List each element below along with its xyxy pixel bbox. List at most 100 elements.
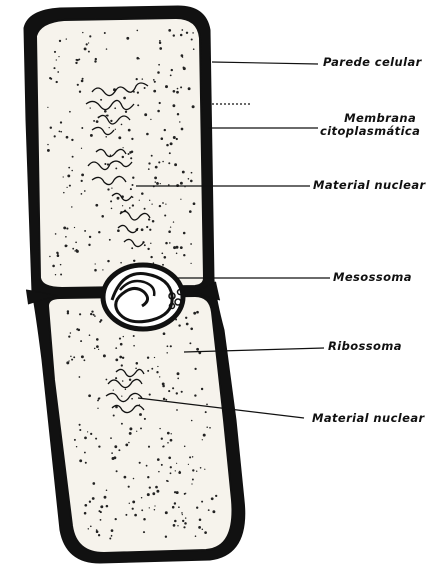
ribosome-dot	[202, 439, 203, 440]
ribosome-dot	[131, 138, 133, 140]
ribosome-dot	[194, 368, 196, 370]
ribosome-dot	[81, 80, 84, 83]
ribosome-dot	[174, 163, 177, 166]
ribosome-dot	[157, 366, 158, 367]
ribosome-dot	[104, 32, 106, 34]
ribosome-dot	[94, 269, 97, 272]
ribosome-dot	[60, 121, 62, 123]
ribosome-dot	[147, 493, 150, 496]
cytoplasm-top	[36, 18, 204, 288]
ribosome-dot	[165, 399, 167, 401]
ribosome-dot	[56, 59, 57, 60]
ribosome-dot	[149, 394, 151, 396]
ribosome-dot	[89, 236, 91, 238]
ribosome-dot	[188, 87, 191, 90]
ribosome-dot	[154, 357, 155, 358]
ribosome-dot	[169, 242, 171, 244]
mesosome	[103, 265, 183, 329]
ribosome-dot	[192, 479, 194, 481]
ribosome-dot	[136, 30, 138, 32]
ribosome-dot	[162, 382, 165, 385]
ribosome-dot	[159, 42, 161, 44]
ribosome-dot	[136, 78, 138, 80]
ribosome-dot	[183, 526, 185, 528]
ribosome-dot	[183, 232, 186, 235]
ribosome-dot	[150, 256, 152, 258]
ribosome-dot	[88, 51, 90, 53]
ribosome-dot	[93, 314, 95, 316]
ribosome-dot	[192, 32, 194, 34]
ribosome-dot	[139, 462, 141, 464]
ribosome-dot	[177, 113, 179, 115]
ribosome-dot	[206, 427, 207, 428]
ribosome-dot	[146, 465, 148, 467]
ribosome-dot	[84, 504, 87, 507]
ribosome-dot	[133, 345, 135, 347]
ribosome-dot	[155, 166, 158, 169]
ribosome-dot	[95, 263, 96, 264]
ribosome-dot	[98, 397, 100, 399]
ribosome-dot	[176, 138, 178, 140]
ribosome-dot	[92, 482, 95, 485]
ribosome-dot	[75, 62, 77, 64]
ribosome-dot	[105, 136, 107, 138]
ribosome-dot	[170, 75, 172, 77]
ribosome-dot	[58, 56, 59, 57]
ribosome-dot	[98, 534, 100, 536]
ribosome-dot	[56, 252, 58, 254]
ribosome-dot	[196, 507, 198, 509]
ribosome-dot	[141, 228, 144, 231]
ribosome-dot	[124, 476, 127, 479]
ribosome-dot	[71, 206, 72, 207]
ribosome-dot	[81, 180, 83, 182]
ribosome-dot	[79, 313, 81, 315]
ribosome-dot	[151, 368, 153, 370]
ribosome-dot	[150, 243, 151, 244]
ribosome-dot	[170, 345, 172, 347]
ribosome-dot	[188, 464, 189, 465]
ribosome-dot	[47, 144, 48, 145]
ribosome-dot	[174, 502, 176, 504]
ribosome-dot	[115, 167, 117, 169]
ribosome-dot	[191, 38, 193, 40]
ribosome-dot	[182, 514, 183, 515]
ribosome-dot	[173, 221, 174, 222]
ribosome-dot	[91, 310, 93, 312]
ribosome-dot	[104, 110, 107, 113]
ribosome-dot	[192, 456, 193, 457]
ribosome-dot	[172, 104, 175, 107]
ribosome-dot	[175, 470, 176, 471]
ribosome-dot	[118, 449, 120, 451]
ribosome-dot	[159, 376, 160, 377]
ribosome-dot	[92, 497, 95, 500]
ribosome-dot	[141, 509, 143, 511]
ribosome-dot	[136, 57, 139, 60]
ribosome-dot	[174, 520, 177, 523]
ribosome-dot	[82, 32, 83, 33]
ribosome-dot	[137, 104, 139, 106]
label-membrana-line2: citoplasmática	[320, 125, 420, 138]
ribosome-dot	[159, 40, 161, 42]
ribosome-dot	[152, 492, 155, 495]
ribosome-dot	[149, 229, 151, 231]
ribosome-dot	[167, 345, 169, 347]
cytoplasm-bottom	[48, 296, 232, 553]
ribosome-dot	[110, 120, 112, 122]
ribosome-dot	[131, 398, 133, 400]
ribosome-dot	[178, 324, 180, 326]
ribosome-dot	[173, 136, 176, 139]
ribosome-dot	[147, 476, 149, 478]
ribosome-dot	[111, 187, 112, 188]
ribosome-dot	[148, 162, 150, 164]
ribosome-dot	[192, 469, 194, 471]
ribosome-dot	[111, 535, 113, 537]
ribosome-dot	[165, 242, 168, 245]
ribosome-dot	[63, 226, 66, 229]
ribosome-dot	[159, 428, 160, 429]
ribosome-dot	[93, 120, 95, 122]
ribosome-dot	[69, 185, 71, 187]
ribosome-dot	[192, 105, 195, 108]
ribosome-dot	[100, 99, 102, 101]
ribosome-dot	[54, 135, 56, 137]
ribosome-dot	[131, 150, 134, 153]
